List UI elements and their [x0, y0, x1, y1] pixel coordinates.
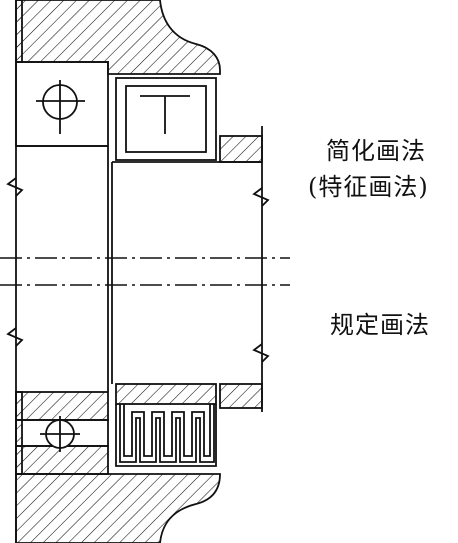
lower-seal-housing [115, 383, 217, 405]
break-line-upper-right [252, 187, 270, 207]
break-line-lower-left [6, 327, 24, 347]
bearing-symbol-icon [36, 80, 85, 134]
lower-cover-flange [219, 383, 263, 409]
label-simplified-drawing: 简化画法 [326, 137, 426, 165]
upper-bearing-box [15, 61, 109, 147]
labyrinth-seal-teeth [115, 404, 217, 467]
lower-bearing-inner-ring [15, 445, 109, 475]
seal-symbol-icon [140, 95, 190, 134]
labyrinth-seal-grooves [119, 404, 215, 463]
label-standard-drawing: 规定画法 [330, 311, 430, 339]
break-line-upper-left [6, 177, 24, 197]
break-line-lower-right [252, 343, 270, 363]
upper-seal-box [115, 77, 217, 161]
label-feature-drawing: (特征画法) [308, 173, 429, 201]
lower-bearing-outer-ring [15, 391, 109, 421]
lower-housing [15, 473, 221, 543]
upper-seal-inner [125, 85, 207, 153]
upper-left-hatch-strip [15, 0, 23, 63]
upper-cover-flange [219, 135, 263, 163]
upper-housing [15, 0, 221, 75]
